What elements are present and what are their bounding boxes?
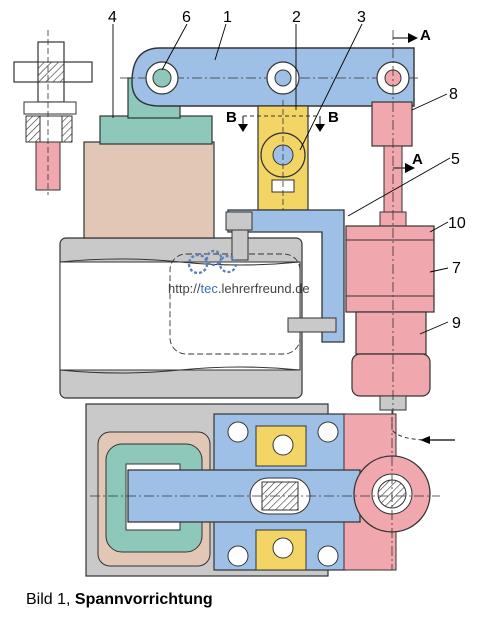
part-label-1: 1 (223, 9, 232, 26)
section-marker-a-mid: A (393, 151, 423, 173)
section-label-a-top: A (420, 27, 431, 44)
part-label-9: 9 (452, 315, 461, 332)
part-label-8: 8 (449, 86, 458, 103)
tan-support-block (83, 141, 215, 239)
part-label-7: 7 (452, 260, 461, 277)
plan-view (85, 403, 455, 577)
section-label-b-right: B (328, 109, 339, 126)
workpiece-cylinder (59, 237, 303, 399)
watermark-url: http://tec.lehrerfreund.de (168, 281, 310, 296)
blue-lever-part-1 (120, 47, 420, 107)
section-marker-b: B B (226, 109, 339, 132)
part-label-6: 6 (182, 9, 191, 26)
section-label-b-left: B (226, 109, 237, 126)
caption-title: Spannvorrichtung (74, 591, 213, 608)
yellow-link-part-2 (257, 100, 309, 215)
part-label-10: 10 (448, 215, 466, 232)
part-label-2: 2 (292, 9, 301, 26)
watermark-logo (187, 249, 238, 275)
blue-clamp-part-5 (225, 209, 345, 343)
part-label-3: 3 (357, 9, 366, 26)
bolt-detail-view (13, 30, 93, 195)
section-label-a-mid: A (412, 151, 423, 168)
part-label-4: 4 (108, 9, 117, 26)
leader-lines (112, 23, 451, 335)
section-marker-a-top: A (393, 27, 431, 44)
caption-prefix: Bild 1, (26, 591, 75, 608)
figure-caption: Bild 1, Spannvorrichtung (26, 591, 213, 609)
pink-actuator-parts (345, 30, 435, 430)
part-label-5: 5 (451, 151, 460, 168)
